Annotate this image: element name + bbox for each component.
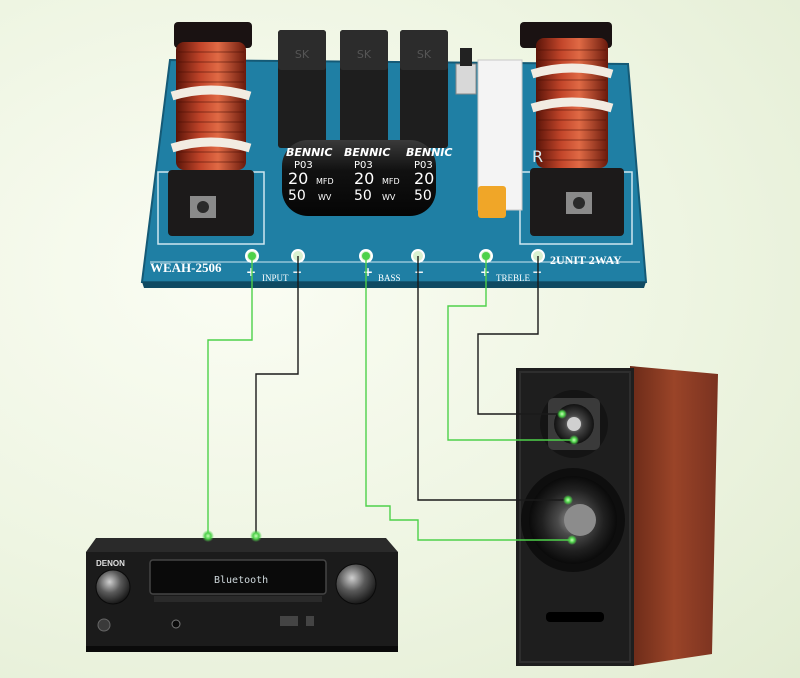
cap-code-3: P03 xyxy=(414,160,433,171)
input-knob xyxy=(96,570,130,604)
cap-voltage-2: 50 xyxy=(354,188,372,204)
headphone-jack xyxy=(171,619,181,629)
relay-mark-1: SK xyxy=(295,48,310,61)
cap-value-3: 20 xyxy=(414,169,434,188)
cap-value-2: 20 xyxy=(354,169,374,188)
dot-treble-plus xyxy=(482,252,490,260)
bass-plus-mark: + xyxy=(363,265,373,279)
tweeter xyxy=(540,390,608,458)
wire-bass-minus xyxy=(417,256,568,501)
cap-code-2: P03 xyxy=(354,160,373,171)
dot-woofer-a xyxy=(563,495,573,505)
display-text: Bluetooth xyxy=(214,575,268,586)
dot-tweeter-a xyxy=(557,409,567,419)
dot-tweeter-b xyxy=(569,435,579,445)
relay-block-2: SK xyxy=(340,30,388,148)
switch xyxy=(455,48,477,95)
cap-unit-2: MFD xyxy=(382,177,400,186)
cap-code-1: P03 xyxy=(294,160,313,171)
treble-label: TREBLE xyxy=(496,273,530,283)
relay-mark-2: SK xyxy=(357,48,372,61)
dot-bass-plus xyxy=(362,252,370,260)
electrolytic-capacitor: BENNIC BENNIC BENNIC P03 P03 P03 20 20 2… xyxy=(282,140,452,216)
small-capacitor-yellow xyxy=(478,186,506,218)
wire-treble-minus xyxy=(477,256,562,415)
amp-brand: DENON xyxy=(96,559,125,568)
cap-unit-1: MFD xyxy=(316,177,334,186)
cap-brand-1: BENNIC xyxy=(286,146,332,159)
bass-port xyxy=(546,612,604,622)
dot-woofer-b xyxy=(567,535,577,545)
dot-amp-plus xyxy=(202,530,214,542)
speaker-side xyxy=(630,366,718,666)
wire-treble-plus xyxy=(447,256,574,441)
input-label: INPUT xyxy=(262,273,289,283)
relay-block-1: SK xyxy=(278,30,326,148)
treble-plus-mark: + xyxy=(480,265,490,279)
woofer xyxy=(521,468,625,572)
bass-label: BASS xyxy=(378,273,401,283)
connection-dots xyxy=(202,252,579,545)
power-button xyxy=(97,618,111,632)
crossover-board: SK SK SK R BENNIC BENNIC BEN xyxy=(140,22,648,288)
cap-value-1: 20 xyxy=(288,169,308,188)
cap-voltage-3: 50 xyxy=(414,188,432,204)
volume-knob xyxy=(336,564,376,604)
wire-input-plus xyxy=(207,256,253,536)
unit-label: 2UNIT 2WAY xyxy=(550,253,622,267)
cap-wv-1: WV xyxy=(318,193,332,202)
wires xyxy=(207,256,574,541)
cement-resistor: R xyxy=(477,59,543,211)
av-receiver: DENON Bluetooth xyxy=(86,538,398,652)
cap-wv-2: WV xyxy=(382,193,396,202)
input-plus-mark: + xyxy=(246,265,256,279)
wire-bass-plus xyxy=(365,256,572,541)
input-minus-mark: − xyxy=(292,265,302,279)
cap-voltage-1: 50 xyxy=(288,188,306,204)
inductor-left xyxy=(168,22,254,236)
r-mark: R xyxy=(532,147,543,166)
treble-minus-mark: − xyxy=(532,265,542,279)
amp-top xyxy=(86,538,398,552)
wire-input-minus xyxy=(255,256,299,536)
bookshelf-speaker xyxy=(516,366,718,666)
inductor-right xyxy=(520,22,624,236)
relay-block-3: SK xyxy=(400,30,448,148)
display-window xyxy=(149,559,327,595)
cap-brand-3: BENNIC xyxy=(406,146,452,159)
model-label: WEAH-2506 xyxy=(150,260,222,275)
dot-input-plus xyxy=(248,252,256,260)
pcb-edge xyxy=(142,282,646,288)
dot-amp-minus xyxy=(250,530,262,542)
relay-mark-3: SK xyxy=(417,48,432,61)
cap-brand-2: BENNIC xyxy=(344,146,390,159)
bass-minus-mark: − xyxy=(414,265,424,279)
